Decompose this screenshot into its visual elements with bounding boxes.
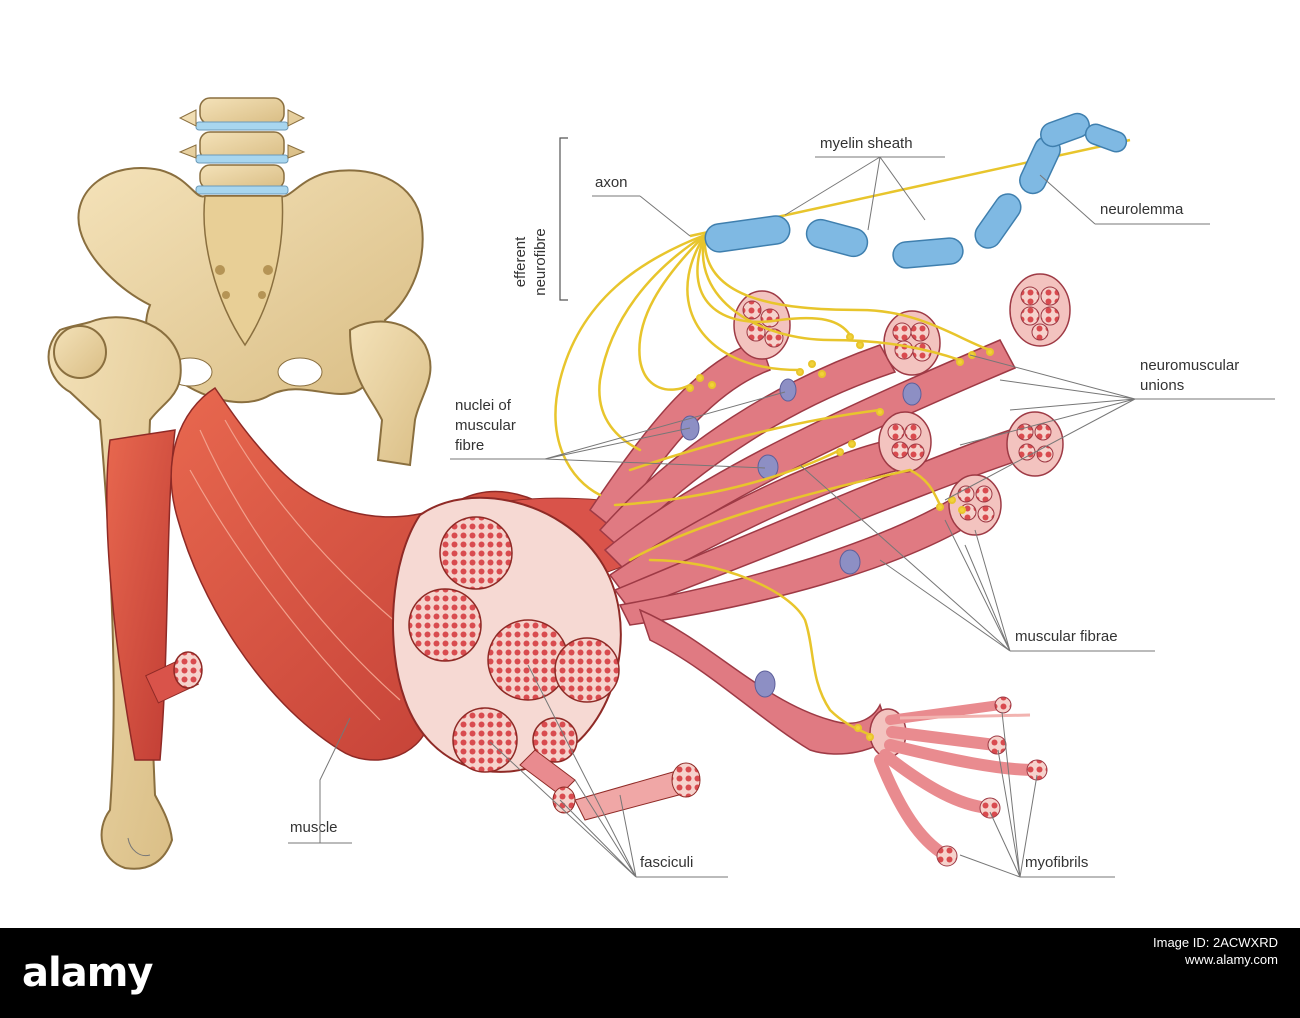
- myofibril-bundle: [869, 696, 1048, 867]
- label-nuclei-line3: fibre: [455, 437, 484, 454]
- label-myofibrils: myofibrils: [1025, 854, 1088, 871]
- myelin-sheath-segments: [689, 112, 1131, 269]
- footer-bar: alamy Image ID: 2ACWXRD www.alamy.com: [0, 928, 1300, 1018]
- label-myelin-sheath: myelin sheath: [820, 135, 913, 152]
- label-efferent-line1: efferent: [512, 236, 529, 287]
- label-nuclei-line1: nuclei of: [455, 397, 512, 414]
- label-efferent-line2: neurofibre: [532, 228, 549, 296]
- extracted-fasciculus: [519, 749, 576, 814]
- label-muscular-fibrae: muscular fibrae: [1015, 628, 1118, 645]
- alamy-logo: alamy: [22, 950, 153, 996]
- muscular-fibres: [588, 339, 1021, 755]
- label-neuromuscular-line1: neuromuscular: [1140, 357, 1239, 374]
- label-axon: axon: [595, 174, 628, 191]
- fascicle: [554, 637, 620, 703]
- muscle-anatomy-diagram: efferent neurofibre axon myelin sheath n…: [47, 97, 1275, 878]
- right-femur-head: [348, 320, 432, 467]
- label-neurolemma: neurolemma: [1100, 201, 1184, 218]
- label-fasciculi: fasciculi: [640, 854, 693, 871]
- image-id-label: Image ID: 2ACWXRD: [1153, 935, 1278, 950]
- extracted-fasciculus: [574, 762, 701, 821]
- image-id-block: Image ID: 2ACWXRD www.alamy.com: [1153, 934, 1278, 968]
- neuromuscular-endplates: [686, 333, 994, 741]
- efferent-neurofibre-bracket: [559, 137, 568, 301]
- label-muscle: muscle: [290, 819, 338, 836]
- label-nuclei-line2: muscular: [455, 417, 516, 434]
- fibre-ends: [733, 273, 1071, 536]
- fascicle: [439, 516, 513, 590]
- fascicle: [408, 588, 482, 662]
- lumbar-vertebrae: [178, 97, 306, 195]
- nerve-branches: [554, 233, 992, 737]
- muscle-cross-section: [392, 496, 701, 821]
- sacrum: [203, 195, 284, 347]
- cut-muscle-bundle: [145, 651, 203, 704]
- label-neuromuscular-line2: unions: [1140, 377, 1184, 394]
- fibre-nuclei: [680, 378, 922, 698]
- site-link[interactable]: www.alamy.com: [1185, 952, 1278, 967]
- fascicle: [452, 707, 518, 773]
